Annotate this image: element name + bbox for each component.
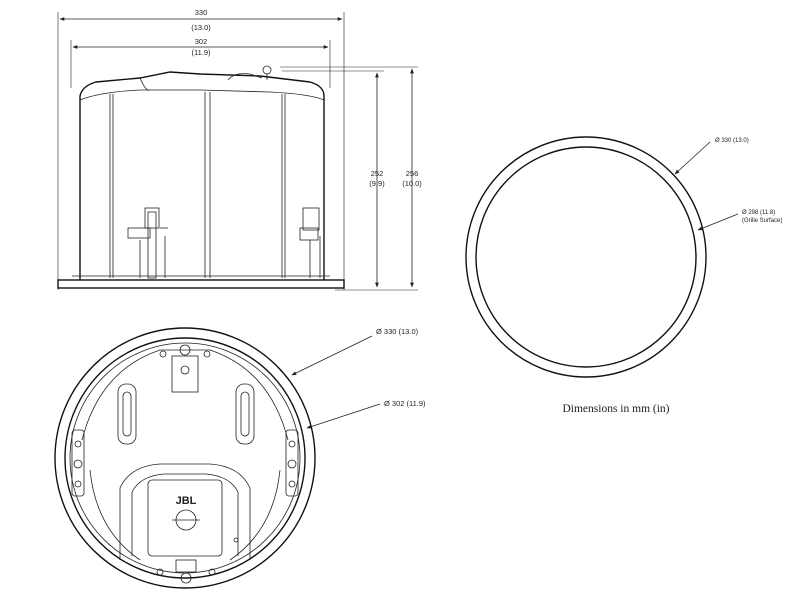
side-height-256-value: 256: [406, 169, 419, 178]
side-speaker-body: [57, 65, 345, 289]
grille-outer-diameter-label: Ø 330 (13.0): [715, 138, 749, 144]
bottom-view: JBL Ø 330 (13.0) Ø 302 (11.9): [54, 327, 426, 589]
side-width-302-inch: (11.9): [191, 48, 211, 57]
side-height-252-value: 252: [371, 169, 384, 178]
side-clamp-right: [299, 207, 321, 278]
side-width-330-inch: (13.0): [191, 23, 211, 32]
side-width-330-dimension: 330 (13.0): [59, 8, 343, 32]
grille-surface-note: (Grille Surface): [742, 218, 782, 224]
bottom-inner-circle: [64, 337, 306, 579]
bottom-slot-left: [117, 383, 137, 445]
bottom-outer-circle: [54, 327, 316, 589]
grille-inner-diameter-label: Ø 298 (11.8): [742, 210, 775, 216]
side-view: 330 (13.0) 302 (11.9) 252 (9.9) 256 (10.…: [57, 8, 422, 291]
side-height-252-dimension: 252 (9.9): [369, 72, 385, 288]
bottom-outer-diameter-label: Ø 330 (13.0): [376, 327, 419, 336]
side-width-330-value: 330: [195, 8, 208, 17]
grille-inner-circle: [475, 146, 697, 368]
side-height-256-dimension: 256 (10.0): [402, 68, 422, 288]
jbl-logo: JBL: [176, 495, 197, 507]
units-caption: Dimensions in mm (in): [562, 403, 669, 415]
bottom-inner-diameter-label: Ø 302 (11.9): [384, 399, 426, 408]
side-height-252-inch: (9.9): [369, 179, 385, 188]
bottom-slot-right: [235, 383, 255, 445]
side-clamp-left: [127, 207, 168, 279]
grille-view: Ø 330 (13.0) Ø 298 (11.8) (Grille Surfac…: [465, 136, 782, 378]
side-width-302-dimension: 302 (11.9): [72, 37, 329, 57]
grille-outer-circle: [465, 136, 707, 378]
side-height-256-inch: (10.0): [402, 179, 422, 188]
side-width-302-value: 302: [195, 37, 208, 46]
